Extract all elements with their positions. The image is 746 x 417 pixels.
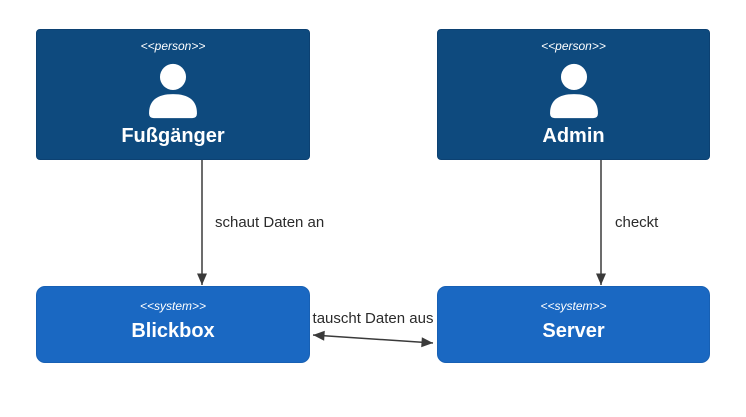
node-blickbox-system[interactable]: <<system>> Blickbox: [36, 286, 310, 363]
node-name: Admin: [542, 125, 605, 147]
stereotype-label: <<system>>: [540, 299, 607, 313]
node-name: Server: [542, 320, 605, 342]
stereotype-label: <<person>>: [541, 39, 606, 53]
node-name: Fußgänger: [121, 125, 225, 147]
person-icon: [549, 63, 598, 119]
node-name: Blickbox: [131, 320, 215, 342]
stereotype-label: <<system>>: [139, 299, 207, 313]
node-fussgaenger-person[interactable]: <<person>> Fußgänger: [36, 29, 310, 160]
person-icon: [149, 63, 197, 119]
edge-label-schaut-daten-an[interactable]: schaut Daten an: [215, 214, 325, 232]
node-admin-person[interactable]: <<person>> Admin: [437, 29, 710, 160]
node-server-system[interactable]: <<system>> Server: [437, 286, 710, 363]
edge-label-checkt[interactable]: checkt: [615, 214, 659, 232]
edge-label-tauscht-daten-aus[interactable]: tauscht Daten aus: [310, 310, 436, 328]
edge-blickbox-server[interactable]: [312, 330, 434, 348]
stereotype-label: <<person>>: [140, 39, 206, 53]
